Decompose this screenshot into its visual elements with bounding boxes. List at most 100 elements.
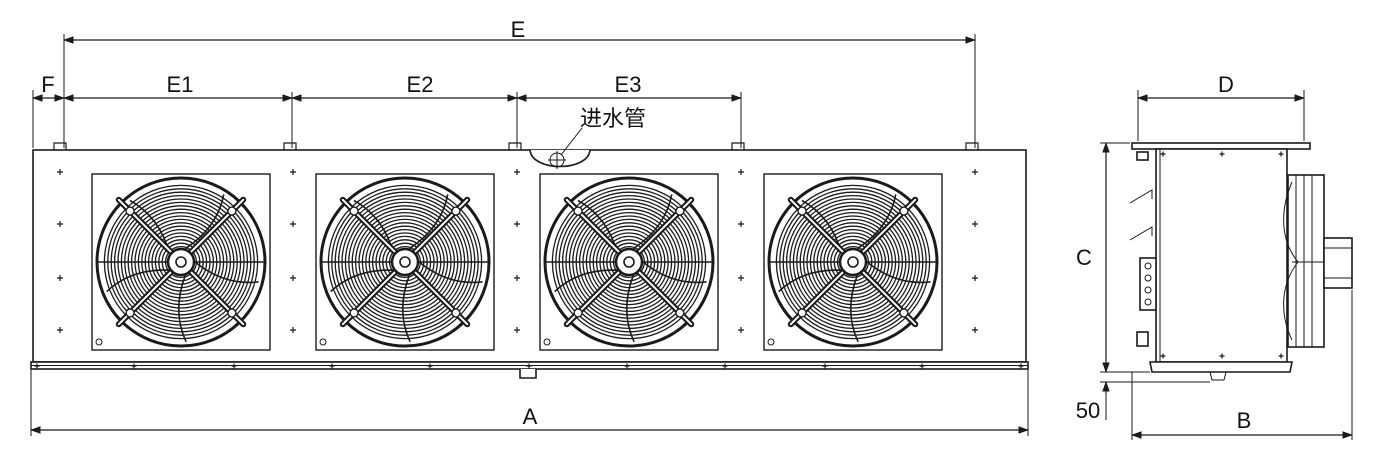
fan-plate-hole — [95, 338, 103, 346]
fan-blade — [330, 269, 394, 293]
fan-blade — [642, 261, 707, 284]
fan-hub-center — [175, 256, 187, 268]
inlet-leader — [560, 127, 583, 156]
fan-hub-center — [399, 256, 411, 268]
fan-arm-bolt — [227, 308, 237, 318]
pipe-port-2 — [1144, 274, 1152, 282]
fan-arm-bolt — [675, 308, 685, 318]
fan-arm-bolt — [349, 206, 359, 216]
label-50: 50 — [1076, 398, 1100, 423]
screw-cross — [919, 363, 925, 369]
fan-arm-bolt — [573, 206, 583, 216]
fan-arm-bolt — [125, 206, 135, 216]
screw-cross — [57, 327, 63, 333]
fan-arm-bolt — [451, 308, 461, 318]
fin-sketch-2 — [1129, 226, 1153, 241]
fan-blade — [632, 194, 673, 250]
hanger-bracket — [965, 142, 979, 150]
hanger-bracket — [731, 142, 745, 150]
fan-blade — [625, 275, 635, 343]
fan-plate-hole — [767, 338, 775, 346]
screw-cross — [972, 169, 978, 175]
side-body — [1155, 148, 1288, 363]
fan-arm-bolt — [349, 308, 359, 318]
fan-1 — [91, 173, 271, 351]
side-motor — [1323, 237, 1353, 289]
screw-cross — [329, 363, 335, 369]
screw-cross — [624, 363, 630, 369]
fan-arm-bolt — [573, 308, 583, 318]
label-E1: E1 — [167, 72, 194, 97]
side-block-bottom — [1136, 331, 1149, 347]
screw-cross — [1018, 363, 1024, 369]
fan-arm-bolt — [797, 308, 807, 318]
side-top-plate — [1131, 142, 1311, 150]
screw-cross — [514, 275, 520, 281]
screw-cross — [57, 275, 63, 281]
screw-cross — [822, 363, 828, 369]
front-view: E F E1 E2 E3 进水管 A — [29, 17, 1030, 436]
fan-arm-bolt — [899, 206, 909, 216]
screw-cross — [738, 275, 744, 281]
screw-cross — [57, 169, 63, 175]
label-E3: E3 — [615, 72, 642, 97]
drain-outlet — [519, 369, 537, 379]
label-inlet: 进水管 — [580, 107, 646, 132]
fan-blade — [184, 194, 225, 250]
fan-blade — [778, 269, 842, 293]
fan-arm-bolt — [899, 308, 909, 318]
screw-cross — [514, 221, 520, 227]
fan-blade — [856, 194, 897, 250]
pipe-port-3 — [1144, 286, 1152, 294]
fan-arm-bolt — [125, 308, 135, 318]
fan-blade — [849, 275, 859, 343]
screw-cross — [290, 327, 296, 333]
side-screw-marks — [1160, 151, 1284, 359]
hanger-bracket — [283, 142, 297, 150]
screw-cross — [290, 275, 296, 281]
label-D: D — [1218, 72, 1234, 97]
fan-blade — [106, 269, 170, 293]
fan-arm-bolt — [675, 206, 685, 216]
fan-3 — [539, 173, 719, 351]
fan-blade — [177, 275, 187, 343]
label-A: A — [523, 404, 538, 429]
screw-cross — [1278, 353, 1284, 359]
screw-cross — [972, 221, 978, 227]
screw-cross — [131, 363, 137, 369]
screw-cross — [972, 327, 978, 333]
fan-blade — [401, 275, 411, 343]
screw-cross — [738, 169, 744, 175]
fan-group — [91, 173, 943, 351]
side-view: D C 50 B — [1076, 72, 1354, 440]
label-E2: E2 — [407, 72, 434, 97]
fan-hub-center — [847, 256, 859, 268]
hanger-bracket — [508, 142, 522, 150]
screw-cross — [231, 363, 237, 369]
label-E: E — [511, 17, 526, 42]
screw-cross — [427, 363, 433, 369]
screw-cross — [738, 327, 744, 333]
fan-hub-center — [623, 256, 635, 268]
screw-cross — [1278, 151, 1284, 157]
side-drain — [1209, 371, 1227, 381]
screw-cross — [34, 363, 40, 369]
screw-cross — [290, 221, 296, 227]
fan-blade — [418, 261, 483, 284]
fan-blade — [554, 269, 618, 293]
hanger-brackets — [53, 142, 979, 150]
fan-arm-bolt — [797, 206, 807, 216]
pipe-port-1 — [1144, 262, 1152, 270]
pipe-connection-box — [1139, 257, 1157, 311]
fan-2 — [315, 173, 495, 351]
fan-arm-bolt — [451, 206, 461, 216]
screw-cross — [514, 169, 520, 175]
screw-cross — [514, 327, 520, 333]
screw-cross — [526, 363, 532, 369]
label-B: B — [1237, 408, 1252, 433]
fan-4 — [763, 173, 943, 351]
screw-cross — [1160, 353, 1166, 359]
screw-cross — [722, 363, 728, 369]
side-block-top — [1136, 151, 1149, 161]
